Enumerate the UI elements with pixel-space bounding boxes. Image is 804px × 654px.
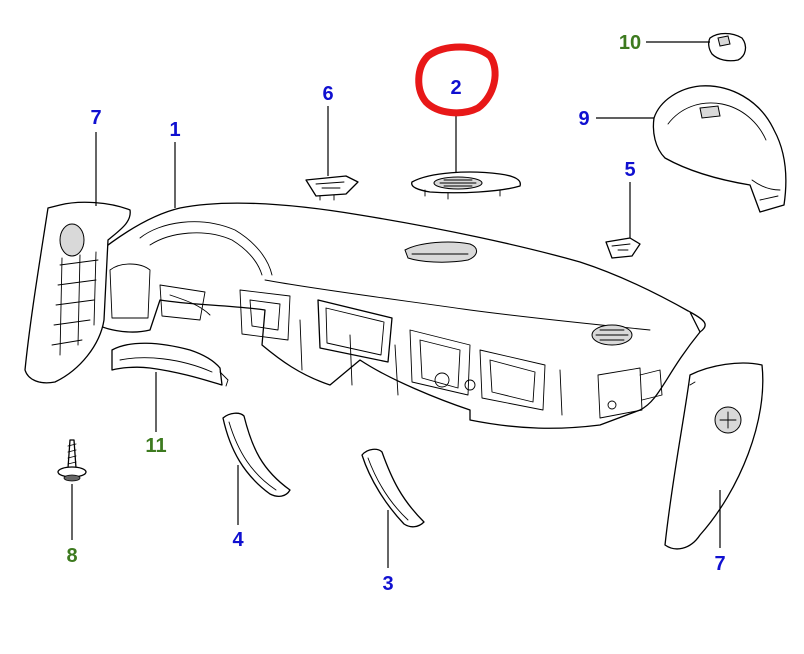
callout-7-right: 7 bbox=[714, 553, 725, 575]
end-cap-right-part bbox=[664, 362, 764, 550]
callout-3: 3 bbox=[382, 573, 393, 595]
callout-8: 8 bbox=[66, 545, 77, 567]
screw-part bbox=[57, 439, 87, 482]
highlight-circle bbox=[415, 43, 499, 117]
lower-trim-panel-part bbox=[111, 342, 229, 387]
instrument-panel-part bbox=[91, 202, 706, 429]
callout-labels: 1 2 3 4 5 6 7 7 8 9 10 11 bbox=[66, 32, 725, 595]
clip-right-part bbox=[605, 237, 641, 259]
callout-6: 6 bbox=[322, 83, 333, 105]
callout-5: 5 bbox=[624, 159, 635, 181]
speaker-grille-part bbox=[411, 171, 521, 200]
callout-10: 10 bbox=[619, 32, 641, 54]
callout-9: 9 bbox=[578, 108, 589, 130]
callout-2: 2 bbox=[450, 77, 461, 99]
callout-4: 4 bbox=[232, 529, 244, 551]
cover-cap-part bbox=[708, 32, 747, 62]
trim-strip-left-part bbox=[222, 412, 291, 497]
callout-11: 11 bbox=[145, 435, 166, 457]
callout-1: 1 bbox=[169, 119, 180, 141]
trim-strip-center-part bbox=[361, 448, 425, 528]
instrument-cluster-hood-part bbox=[652, 85, 787, 213]
clip-top-part bbox=[305, 175, 359, 201]
callout-7-left: 7 bbox=[90, 107, 101, 129]
leader-lines bbox=[71, 41, 721, 568]
end-cap-left-part bbox=[24, 201, 131, 384]
